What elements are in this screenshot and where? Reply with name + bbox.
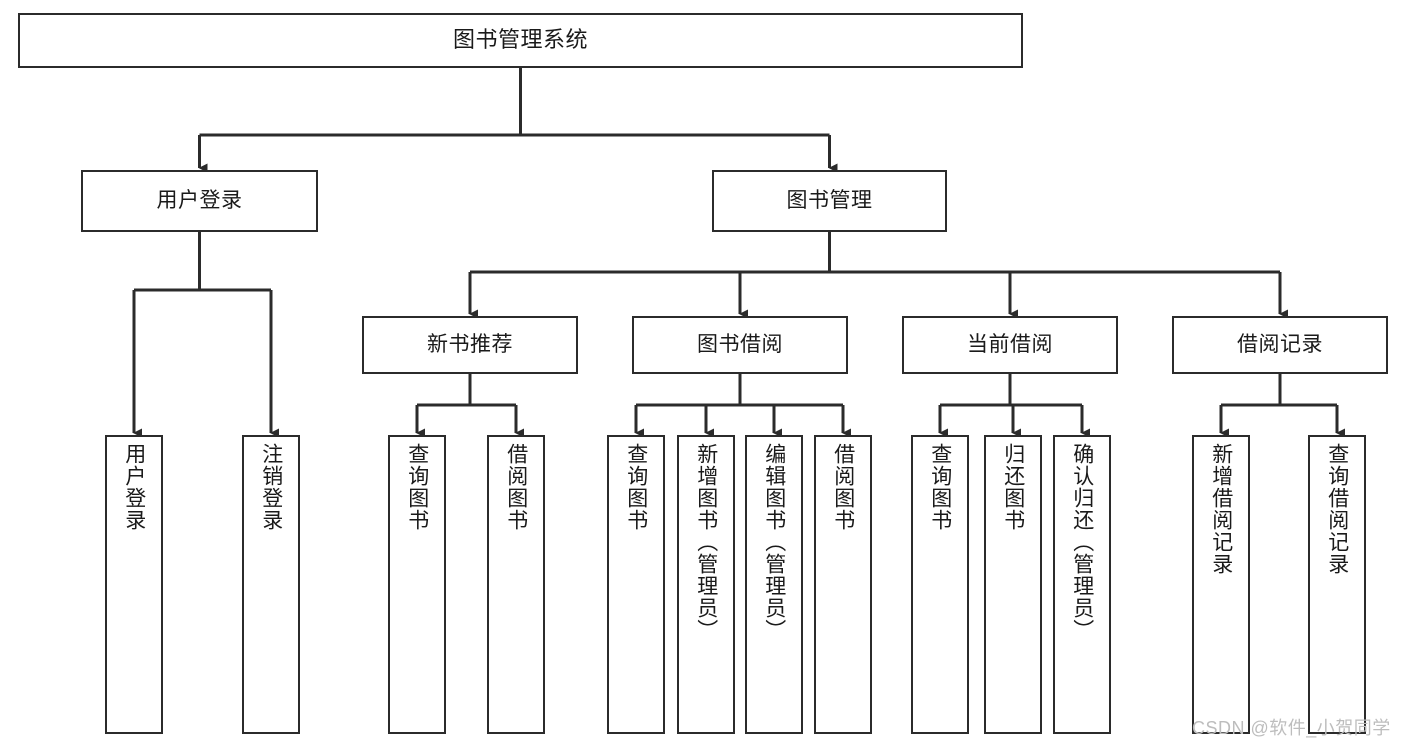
node-label-leaf-user-login: 用户登录	[122, 443, 146, 531]
node-label-leaf-logout: 注销登录	[259, 443, 283, 531]
node-label-book-borrow: 图书借阅	[697, 333, 783, 357]
node-new-book-rec[interactable]: 新书推荐	[362, 316, 578, 374]
node-label-leaf-edit-book: 编辑图书（管理员）	[762, 443, 786, 641]
node-leaf-user-login[interactable]: 用户登录	[105, 435, 163, 734]
node-borrow-record[interactable]: 借阅记录	[1172, 316, 1388, 374]
node-label-leaf-return-book: 归还图书	[1001, 443, 1025, 531]
node-leaf-confirm-return[interactable]: 确认归还（管理员）	[1053, 435, 1111, 734]
node-leaf-borrow-book-1[interactable]: 借阅图书	[487, 435, 545, 734]
node-label-user-login: 用户登录	[156, 189, 243, 213]
node-leaf-query-book-1[interactable]: 查询图书	[388, 435, 446, 734]
node-label-leaf-confirm-return: 确认归还（管理员）	[1070, 443, 1094, 641]
node-leaf-borrow-book-2[interactable]: 借阅图书	[814, 435, 872, 734]
node-label-leaf-borrow-book-2: 借阅图书	[831, 443, 855, 531]
node-label-leaf-query-book-3: 查询图书	[928, 443, 952, 531]
node-label-leaf-borrow-book-1: 借阅图书	[504, 443, 528, 531]
node-leaf-query-record[interactable]: 查询借阅记录	[1308, 435, 1366, 734]
node-label-book-manage: 图书管理	[786, 189, 873, 213]
node-label-leaf-query-book-1: 查询图书	[405, 443, 429, 531]
node-leaf-query-book-3[interactable]: 查询图书	[911, 435, 969, 734]
node-label-borrow-record: 借阅记录	[1237, 333, 1323, 357]
node-leaf-logout[interactable]: 注销登录	[242, 435, 300, 734]
node-leaf-edit-book[interactable]: 编辑图书（管理员）	[745, 435, 803, 734]
node-leaf-return-book[interactable]: 归还图书	[984, 435, 1042, 734]
node-root[interactable]: 图书管理系统	[18, 13, 1023, 68]
node-label-new-book-rec: 新书推荐	[427, 333, 513, 357]
node-label-current-borrow: 当前借阅	[967, 333, 1053, 357]
node-leaf-add-record[interactable]: 新增借阅记录	[1192, 435, 1250, 734]
node-label-leaf-add-record: 新增借阅记录	[1209, 443, 1233, 575]
node-user-login[interactable]: 用户登录	[81, 170, 318, 232]
watermark-text: CSDN @软件_小贺同学	[1192, 718, 1391, 738]
node-label-root: 图书管理系统	[452, 27, 588, 53]
node-label-leaf-query-book-2: 查询图书	[624, 443, 648, 531]
node-current-borrow[interactable]: 当前借阅	[902, 316, 1118, 374]
node-book-manage[interactable]: 图书管理	[712, 170, 947, 232]
node-label-leaf-query-record: 查询借阅记录	[1325, 443, 1349, 575]
node-leaf-add-book[interactable]: 新增图书（管理员）	[677, 435, 735, 734]
node-label-leaf-add-book: 新增图书（管理员）	[694, 443, 718, 641]
node-book-borrow[interactable]: 图书借阅	[632, 316, 848, 374]
connector-paths	[132, 68, 1345, 438]
node-leaf-query-book-2[interactable]: 查询图书	[607, 435, 665, 734]
